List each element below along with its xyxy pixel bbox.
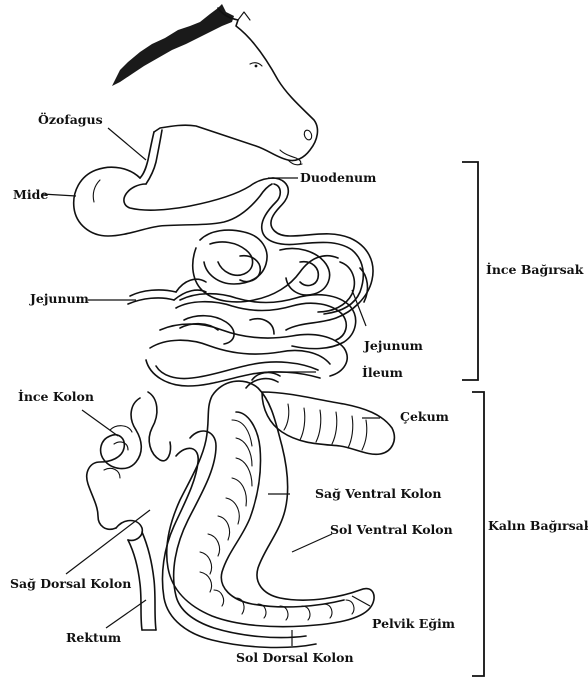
large-intestine-illustration xyxy=(87,373,395,648)
horse-mane xyxy=(112,4,234,86)
label-ileum: İleum xyxy=(362,365,403,380)
label-jejunum-right: Jejunum xyxy=(363,338,423,353)
label-cekum: Çekum xyxy=(400,409,449,424)
label-sol-dorsal-kolon: Sol Dorsal Kolon xyxy=(236,650,354,665)
label-sol-ventral-kolon: Sol Ventral Kolon xyxy=(330,522,453,537)
label-pelvik-egim: Pelvik Eğim xyxy=(372,616,455,631)
label-jejunum-left: Jejunum xyxy=(29,291,89,306)
ventral-colon-outline xyxy=(167,381,374,627)
esophagus-stomach-illustration xyxy=(74,130,274,236)
horse-head-illustration xyxy=(112,4,317,165)
group-brackets xyxy=(462,162,484,676)
label-ince-bagirsak: İnce Bağırsak xyxy=(486,262,584,277)
label-ince-kolon: İnce Kolon xyxy=(18,389,94,404)
small-colon-outline xyxy=(87,398,142,529)
label-duodenum: Duodenum xyxy=(300,170,376,185)
label-rektum: Rektum xyxy=(66,630,121,645)
stomach-outline xyxy=(74,167,272,236)
large-intestine-bracket xyxy=(472,392,484,676)
label-mide: Mide xyxy=(13,187,48,202)
label-sag-dorsal-kolon: Sağ Dorsal Kolon xyxy=(10,576,131,591)
label-kalin-bagirsak: Kalın Bağırsak xyxy=(488,518,588,533)
label-sag-ventral-kolon: Sağ Ventral Kolon xyxy=(315,486,441,501)
leader-lines xyxy=(42,128,380,646)
small-intestine-bracket xyxy=(462,162,478,380)
labels: Özofagus Mide Duodenum Jejunum Jejunum İ… xyxy=(10,111,588,665)
label-ozofagus: Özofagus xyxy=(38,111,103,127)
